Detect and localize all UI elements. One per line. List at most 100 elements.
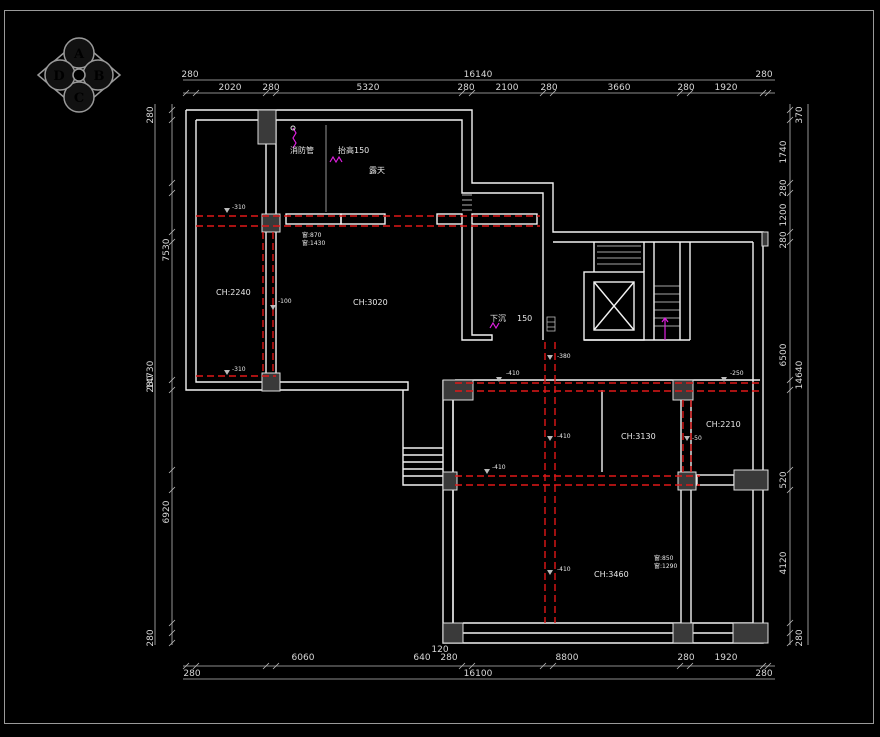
dim-top-10: 280 [755,70,772,80]
dim-tick [168,466,176,474]
dim-tick [168,106,176,114]
dim-tick [468,662,476,670]
note-window-1a: 窗:870 [302,231,322,239]
room-ch-2210: CH:2210 [706,420,741,429]
compass-b: B [94,69,105,84]
columns [257,109,769,644]
level-3: -310 [232,366,246,373]
dim-tick [786,629,794,637]
dim-tick [192,662,200,670]
dim-tick [786,486,794,494]
dimension-ticks [168,89,794,670]
dim-right-2: 280 [779,179,789,196]
dim-top-7: 3660 [608,83,631,93]
dim-right-4: 280 [779,231,789,248]
dim-tick [676,662,684,670]
dim-tick [262,89,270,97]
dim-right-5: 6500 [779,343,789,366]
dim-right-total: 14640 [795,360,805,389]
room-ch-2240: CH:2240 [216,288,251,297]
dim-right-3: 1200 [779,203,789,226]
dim-top-9: 1920 [715,83,738,93]
note-taigao: 抬高150 [338,145,369,155]
dim-tick [786,386,794,394]
compass-d: D [53,69,64,84]
dim-bottom-total: 16100 [464,669,493,679]
dim-right-0: 370 [795,106,805,123]
dim-tick [168,179,176,187]
dim-tick [182,662,190,670]
dim-bottom-2: 640 [413,653,430,663]
dim-tick [168,228,176,236]
dim-bottom-4: 280 [440,653,457,663]
dim-tick [786,639,794,647]
dim-top-2: 280 [262,83,279,93]
room-ch-3020: CH:3020 [353,298,388,307]
level-6: -250 [730,370,744,377]
dim-tick [168,639,176,647]
note-lutian: 露天 [369,166,385,175]
dim-left-1: 7530 [162,238,172,261]
room-ch-3460: CH:3460 [594,570,629,579]
dim-top-3: 5320 [357,83,380,93]
dim-top-0: 280 [181,70,198,80]
dim-tick [686,89,694,97]
level-9: -410 [492,464,506,471]
dim-tick [676,89,684,97]
dim-tick [686,662,694,670]
dim-tick [458,89,466,97]
dim-left-4: 280 [146,629,156,646]
dim-left-total: 14730 [146,360,156,389]
dim-tick [539,89,547,97]
dim-top-5: 2100 [496,83,519,93]
dim-tick [262,662,270,670]
drawing-frame [4,10,874,724]
dim-right-1: 1740 [779,140,789,163]
dim-tick [272,662,280,670]
dim-tick [168,619,176,627]
dim-top-1: 2020 [219,83,242,93]
dim-tick [168,376,176,384]
dim-bottom-7: 1920 [715,653,738,663]
dim-tick [759,89,767,97]
pipe-marks [292,127,669,340]
dim-tick [272,89,280,97]
dim-bottom-6: 280 [677,653,694,663]
dim-tick [168,629,176,637]
note-window-2a: 窗:850 [654,554,674,562]
dim-right-8: 280 [795,629,805,646]
dim-tick [468,89,476,97]
misc-lines [325,125,556,332]
dim-tick [786,116,794,124]
dim-tick [759,662,767,670]
dim-bottom-8: 280 [755,669,772,679]
dim-top-4: 280 [457,83,474,93]
room-ch-3130: CH:3130 [621,432,656,441]
compass-rose [36,37,122,113]
dim-right-6: 520 [779,471,789,488]
dim-left-0: 280 [146,106,156,123]
dim-tick [168,116,176,124]
dim-tick [764,89,772,97]
note-xiachen-value: 150 [517,314,532,323]
dim-tick [786,466,794,474]
dim-tick [168,238,176,246]
dim-tick [182,89,190,97]
level-markers [224,208,727,575]
dim-tick [549,89,557,97]
dim-left-2: 280 [146,375,156,392]
dim-tick [786,376,794,384]
dim-top-6: 280 [540,83,557,93]
note-xiaofang: 消防管 [290,145,314,155]
dimension-lines [154,79,809,680]
dim-tick [549,662,557,670]
dim-tick [192,89,200,97]
note-xiachen: 下沉 [490,314,506,323]
compass-a: A [73,47,85,62]
dim-bottom-0: 280 [183,669,200,679]
dim-tick [458,662,466,670]
dim-tick [764,662,772,670]
dim-tick [786,189,794,197]
dim-top-8: 280 [677,83,694,93]
